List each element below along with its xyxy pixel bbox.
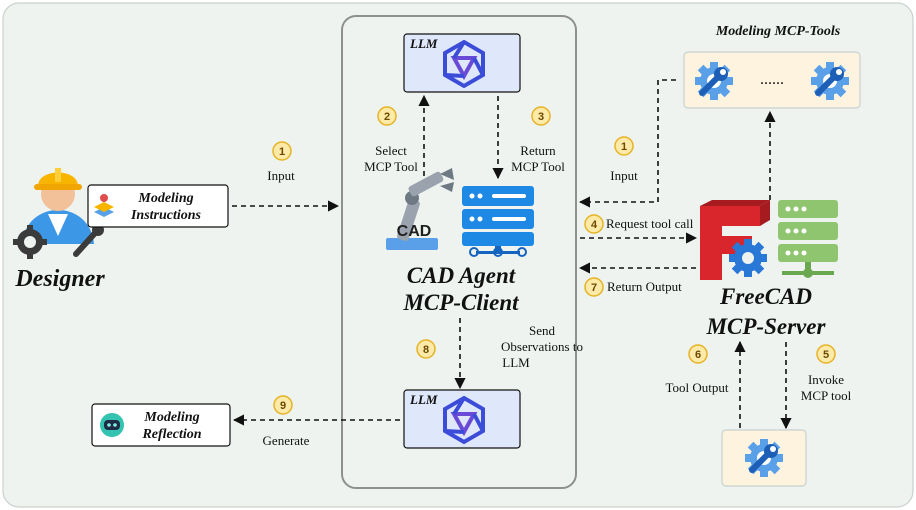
svg-text:8: 8 bbox=[423, 344, 429, 356]
invoke-line1: Invoke bbox=[808, 372, 844, 387]
step-9-badge: 9 bbox=[273, 395, 293, 415]
step-4-badge: 4 bbox=[584, 214, 604, 234]
single-tool-box bbox=[721, 429, 807, 487]
llm-bottom-label: LLM bbox=[409, 392, 438, 407]
tools-ellipsis: ...... bbox=[760, 71, 784, 88]
step-1-badge-right: 1 bbox=[614, 136, 634, 156]
return-tool-line1: Return bbox=[520, 143, 556, 158]
reflection-line1: Modeling bbox=[143, 410, 199, 425]
designer-icon bbox=[13, 168, 104, 259]
select-line1: Select bbox=[375, 143, 407, 158]
chat-bot-icon bbox=[100, 413, 124, 437]
svg-text:2: 2 bbox=[384, 111, 390, 123]
svg-text:4: 4 bbox=[591, 219, 598, 231]
tool-gear-wrench-icon bbox=[695, 62, 733, 100]
send-obs-line1: Send bbox=[529, 323, 556, 338]
layers-icon bbox=[94, 194, 114, 217]
invoke-line2: MCP tool bbox=[801, 388, 852, 403]
send-obs-line2: Observations to bbox=[501, 339, 583, 354]
client-column bbox=[341, 15, 577, 489]
svg-text:5: 5 bbox=[823, 349, 829, 361]
reflection-line2: Reflection bbox=[141, 427, 201, 442]
step-1-badge-left: 1 bbox=[272, 141, 292, 161]
step-6-badge: 6 bbox=[688, 344, 708, 364]
request-tool-call-label: Request tool call bbox=[606, 216, 694, 231]
tool-output-label: Tool Output bbox=[665, 380, 728, 395]
svg-text:9: 9 bbox=[280, 400, 286, 412]
client-title-line1: CAD Agent bbox=[407, 263, 516, 288]
select-line2: MCP Tool bbox=[364, 159, 418, 174]
instructions-line1: Modeling bbox=[137, 191, 193, 206]
server-title-line2: MCP-Server bbox=[706, 314, 827, 339]
svg-text:6: 6 bbox=[695, 349, 701, 361]
server-title-line1: FreeCAD bbox=[719, 284, 812, 309]
client-server-icon bbox=[462, 186, 534, 257]
cad-robot-arm-icon: CAD bbox=[386, 168, 454, 250]
svg-text:7: 7 bbox=[591, 282, 597, 294]
cad-icon-text: CAD bbox=[397, 223, 432, 240]
instructions-line2: Instructions bbox=[130, 208, 202, 223]
llm-bottom-box: LLM bbox=[403, 389, 521, 449]
step-3-badge: 3 bbox=[531, 106, 551, 126]
llm-top-box: LLM bbox=[403, 33, 521, 93]
return-output-label: Return Output bbox=[607, 279, 682, 294]
llm-top-label: LLM bbox=[409, 36, 438, 51]
svg-text:1: 1 bbox=[621, 141, 627, 153]
generate-label: Generate bbox=[263, 433, 310, 448]
send-obs-line3: LLM bbox=[502, 355, 530, 370]
arrow-input-right bbox=[578, 79, 676, 208]
modeling-reflection-box: Modeling Reflection bbox=[91, 403, 231, 447]
modeling-instructions-box: Modeling Instructions bbox=[87, 184, 229, 228]
input-right-label: Input bbox=[610, 168, 638, 183]
tool-gear-wrench-icon bbox=[811, 62, 849, 100]
designer-label: Designer bbox=[14, 266, 105, 292]
step-8-badge: 8 bbox=[416, 339, 436, 359]
tool-gear-wrench-icon bbox=[745, 439, 783, 477]
return-tool-line2: MCP Tool bbox=[511, 159, 565, 174]
input-left-label: Input bbox=[267, 168, 295, 183]
step-2-badge: 2 bbox=[377, 106, 397, 126]
svg-text:3: 3 bbox=[538, 111, 544, 123]
step-5-badge: 5 bbox=[816, 344, 836, 364]
tools-title: Modeling MCP-Tools bbox=[715, 24, 841, 39]
freecad-logo-icon bbox=[700, 200, 770, 280]
modeling-mcp-tools-box: ...... bbox=[683, 51, 861, 109]
client-title-line2: MCP-Client bbox=[402, 290, 519, 315]
svg-text:1: 1 bbox=[279, 146, 285, 158]
step-7-badge: 7 bbox=[584, 277, 604, 297]
